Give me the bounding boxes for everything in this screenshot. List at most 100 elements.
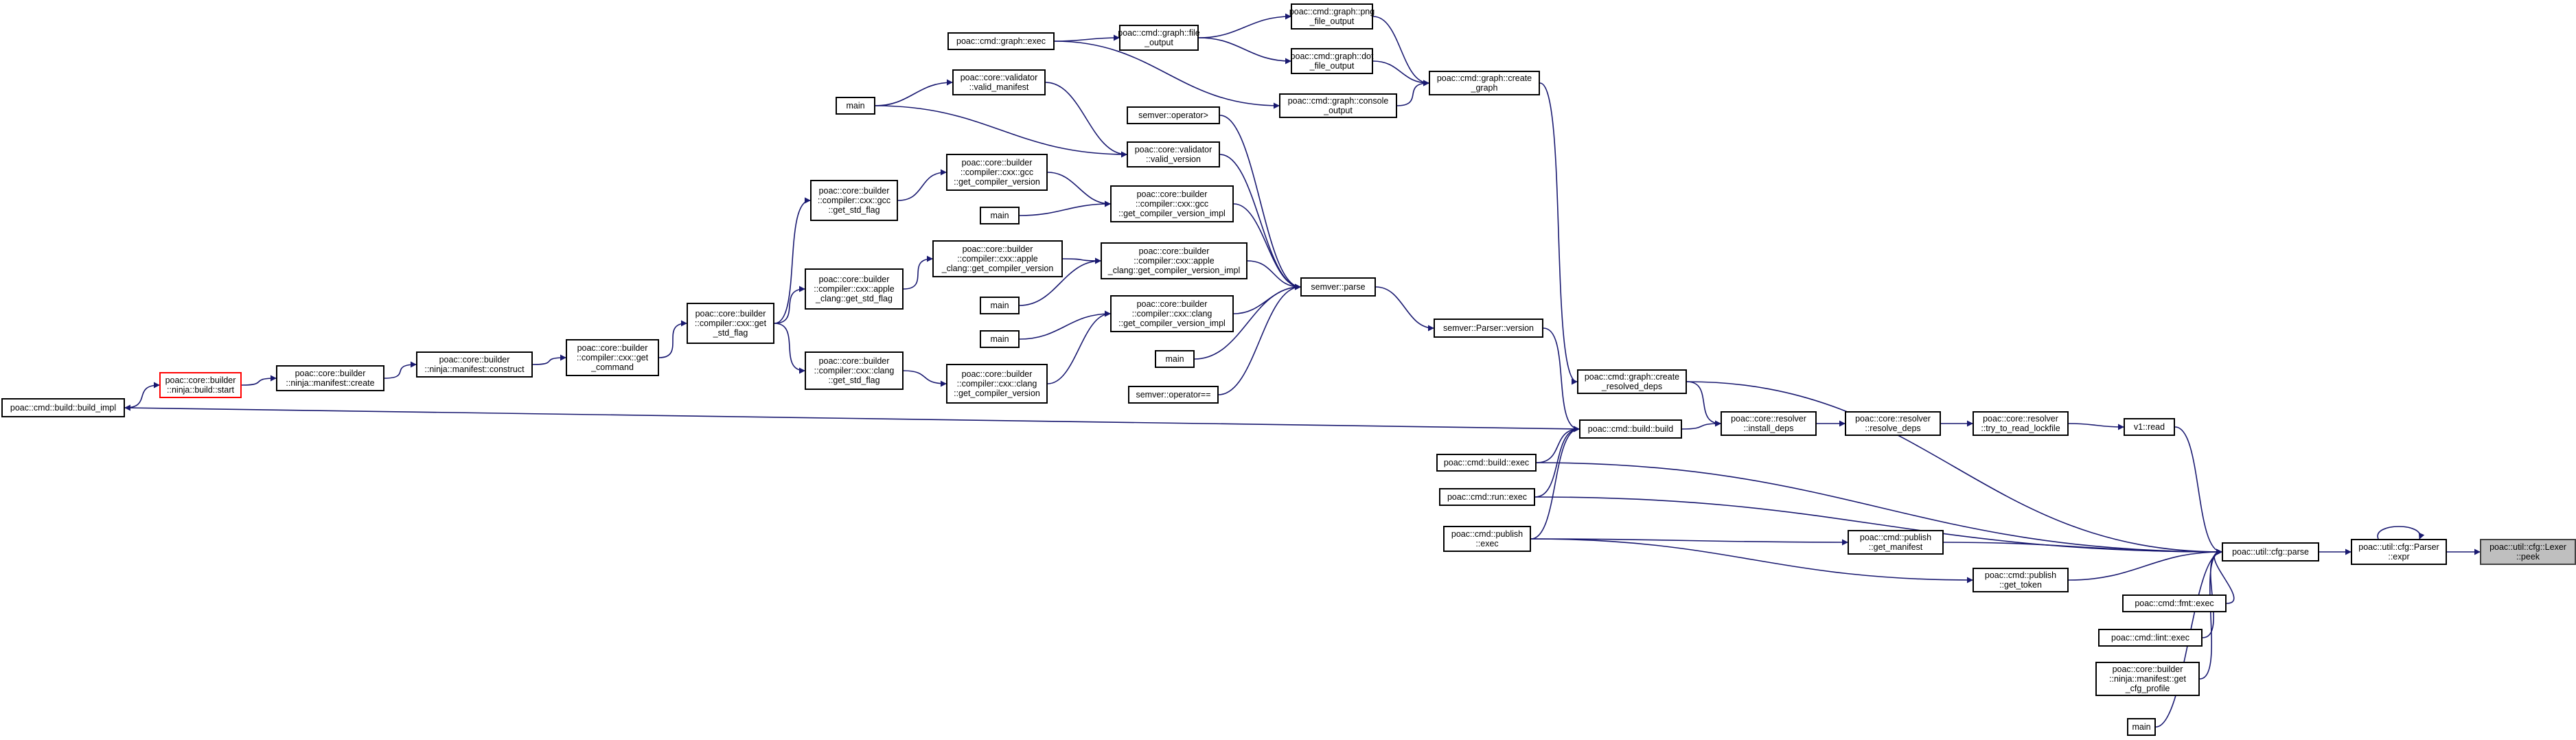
node-try-read-lockfile[interactable]: poac::core::resolver::try_to_read_lockfi… xyxy=(1973,411,2069,436)
node-main-apple[interactable]: main xyxy=(980,297,1020,314)
node-gcc-get-std-flag[interactable]: poac::core::builder::compiler::cxx::gcc:… xyxy=(810,180,898,221)
node-clang-get-compiler-version[interactable]: poac::core::builder::compiler::cxx::clan… xyxy=(946,364,1048,404)
edge-publish-get-token-to-cfg-parse xyxy=(2068,548,2222,581)
node-label-line: ::compiler::cxx::gcc xyxy=(960,167,1034,177)
node-main-cfg[interactable]: main xyxy=(2127,718,2156,736)
node-graph-file-output[interactable]: poac::cmd::graph::file_output xyxy=(1118,25,1200,51)
node-label-line: _resolved_deps xyxy=(1601,382,1663,391)
edge-gcc-get-compiler-version-impl-to-semver-parse xyxy=(1233,203,1301,290)
node-fmt-exec[interactable]: poac::cmd::fmt::exec xyxy=(2122,594,2227,612)
node-create-resolved-deps[interactable]: poac::cmd::graph::create_resolved_deps xyxy=(1577,369,1687,394)
node-label-line: v1::read xyxy=(2133,422,2165,432)
node-label-line: ::compiler::cxx::apple xyxy=(957,254,1038,264)
node-run-exec[interactable]: poac::cmd::run::exec xyxy=(1439,488,1535,506)
node-label-line: ::try_to_read_lockfile xyxy=(1981,424,2060,433)
edge-apple-get-std-flag-to-apple-get-compiler-version xyxy=(903,255,933,290)
edge-semver-operator-eq-to-semver-parse xyxy=(1218,284,1301,395)
node-apple-get-compiler-version[interactable]: poac::core::builder::compiler::cxx::appl… xyxy=(932,240,1063,277)
node-label-line: _file_output xyxy=(1309,61,1355,71)
node-cxx-get-command[interactable]: poac::core::builder::compiler::cxx::get_… xyxy=(566,339,659,376)
edge-try-read-lockfile-to-v1-read xyxy=(2068,423,2124,430)
node-graph-png-file-output[interactable]: poac::cmd::graph::png_file_output xyxy=(1289,3,1375,30)
node-apple-get-std-flag[interactable]: poac::core::builder::compiler::cxx::appl… xyxy=(805,268,904,310)
node-publish-get-token[interactable]: poac::cmd::publish::get_token xyxy=(1973,568,2069,592)
edge-graph-console-output-to-graph-create-graph xyxy=(1396,80,1429,106)
edge-cxx-get-std-flag-to-apple-get-std-flag xyxy=(774,286,805,324)
edge-main-validator-to-valid-manifest xyxy=(875,79,953,106)
node-label-line: semver::parse xyxy=(1311,282,1366,292)
node-label-line: _clang::get_std_flag xyxy=(816,294,893,303)
node-cfg-parse[interactable]: poac::util::cfg::parse xyxy=(2222,542,2319,562)
node-label-line: ::compiler::cxx::clang xyxy=(956,379,1037,389)
edge-main-validator-to-valid-version xyxy=(875,105,1127,158)
edge-create-resolved-deps-to-install-deps xyxy=(1686,381,1721,427)
node-label-line: poac::cmd::publish xyxy=(1859,533,1932,542)
node-graph-create-graph[interactable]: poac::cmd::graph::create_graph xyxy=(1429,71,1540,95)
node-label-line: _command xyxy=(591,362,634,372)
edge-cxx-get-std-flag-to-clang-get-std-flag xyxy=(774,323,805,374)
node-cxx-get-std-flag[interactable]: poac::core::builder::compiler::cxx::get_… xyxy=(687,303,774,344)
edge-ninja-manifest-create-to-ninja-manifest-construct xyxy=(384,361,417,379)
node-semver-operator-eq[interactable]: semver::operator== xyxy=(1128,386,1219,404)
edge-publish-exec-to-publish-get-token xyxy=(1530,538,1973,583)
node-semver-parse[interactable]: semver::parse xyxy=(1300,277,1376,297)
node-graph-dot-file-output[interactable]: poac::cmd::graph::dot_file_output xyxy=(1291,48,1373,74)
node-label-line: ::compiler::cxx::gcc xyxy=(1135,199,1209,209)
node-v1-read[interactable]: v1::read xyxy=(2124,418,2175,436)
node-label-line: poac::core::resolver xyxy=(1855,414,1931,424)
node-semver-operator-gt[interactable]: semver::operator> xyxy=(1127,106,1220,124)
node-main-gcc[interactable]: main xyxy=(980,207,1020,224)
node-gcc-get-compiler-version-impl[interactable]: poac::core::builder::compiler::cxx::gcc:… xyxy=(1110,185,1234,222)
node-label-line: poac::util::cfg::Lexer xyxy=(2489,542,2566,552)
edge-cxx-get-command-to-cxx-get-std-flag xyxy=(658,320,687,358)
node-semver-parser-version[interactable]: semver::Parser::version xyxy=(1434,319,1543,338)
node-label-line: ::get_std_flag xyxy=(828,205,880,215)
node-main-clang[interactable]: main xyxy=(980,330,1020,348)
node-label-line: poac::core::builder xyxy=(818,186,890,196)
node-publish-exec[interactable]: poac::cmd::publish::exec xyxy=(1443,526,1531,552)
edge-build-build-to-install-deps xyxy=(1681,420,1721,430)
node-label-line: poac::util::cfg::Parser xyxy=(2358,542,2439,552)
node-label-line: main xyxy=(990,211,1009,220)
node-label-line: _output xyxy=(1324,106,1353,115)
node-publish-get-manifest[interactable]: poac::cmd::publish::get_manifest xyxy=(1848,530,1944,555)
node-label-line: poac::core::resolver xyxy=(1731,414,1806,424)
node-ninja-build-start[interactable]: poac::core::builder::ninja::build::start xyxy=(159,372,242,398)
node-main-validator[interactable]: main xyxy=(836,97,875,115)
node-label-line: poac::core::resolver xyxy=(1983,414,2058,424)
edge-ninja-manifest-construct-to-cxx-get-command xyxy=(532,354,566,365)
node-valid-manifest[interactable]: poac::core::validator::valid_manifest xyxy=(952,69,1046,95)
node-label-line: ::get_compiler_version_impl xyxy=(1118,209,1226,218)
node-label-line: ::get_manifest xyxy=(1868,542,1923,552)
node-label-line: poac::cmd::build::build xyxy=(1587,424,1674,434)
node-parser-expr[interactable]: poac::util::cfg::Parser::expr xyxy=(2351,539,2447,565)
edge-publish-get-manifest-to-cfg-parse xyxy=(1943,542,2222,555)
node-label-line: ::resolve_deps xyxy=(1865,424,1921,433)
node-ninja-manifest-construct[interactable]: poac::core::builder::ninja::manifest::co… xyxy=(416,351,533,378)
node-label-line: poac::cmd::publish xyxy=(1451,529,1523,539)
node-label-line: main xyxy=(990,334,1009,344)
edge-apple-get-compiler-version-to-apple-get-compiler-version-impl xyxy=(1062,257,1101,264)
node-ninja-manifest-create[interactable]: poac::core::builder::ninja::manifest::cr… xyxy=(276,365,384,391)
node-apple-get-compiler-version-impl[interactable]: poac::core::builder::compiler::cxx::appl… xyxy=(1101,242,1247,279)
node-gcc-get-compiler-version[interactable]: poac::core::builder::compiler::cxx::gcc:… xyxy=(946,154,1048,191)
node-main-clang2[interactable]: main xyxy=(1155,350,1195,368)
node-ninja-get-cfg-profile[interactable]: poac::core::builder::ninja::manifest::ge… xyxy=(2095,662,2200,696)
node-build-exec[interactable]: poac::cmd::build::exec xyxy=(1436,454,1537,472)
node-build-impl[interactable]: poac::cmd::build::build_impl xyxy=(1,398,125,417)
node-clang-get-std-flag[interactable]: poac::core::builder::compiler::cxx::clan… xyxy=(805,351,904,390)
node-label-line: main xyxy=(846,101,865,111)
node-clang-get-compiler-version-impl[interactable]: poac::core::builder::compiler::cxx::clan… xyxy=(1110,295,1234,332)
node-resolve-deps[interactable]: poac::core::resolver::resolve_deps xyxy=(1845,411,1941,436)
node-valid-version[interactable]: poac::core::validator::valid_version xyxy=(1127,141,1220,167)
edge-build-build-to-build-impl xyxy=(124,404,1580,430)
edge-graph-png-file-output-to-graph-create-graph xyxy=(1372,16,1429,86)
node-graph-console-output[interactable]: poac::cmd::graph::console_output xyxy=(1279,93,1397,118)
edge-gcc-get-std-flag-to-gcc-get-compiler-version xyxy=(897,169,947,201)
node-graph-exec[interactable]: poac::cmd::graph::exec xyxy=(947,32,1055,50)
node-install-deps[interactable]: poac::core::resolver::install_deps xyxy=(1721,411,1817,436)
node-build-build[interactable]: poac::cmd::build::build xyxy=(1579,419,1682,439)
node-lint-exec[interactable]: poac::cmd::lint::exec xyxy=(2098,629,2203,647)
node-label-line: poac::cmd::graph::dot xyxy=(1290,51,1374,61)
node-label-line: ::ninja::build::start xyxy=(167,385,234,395)
